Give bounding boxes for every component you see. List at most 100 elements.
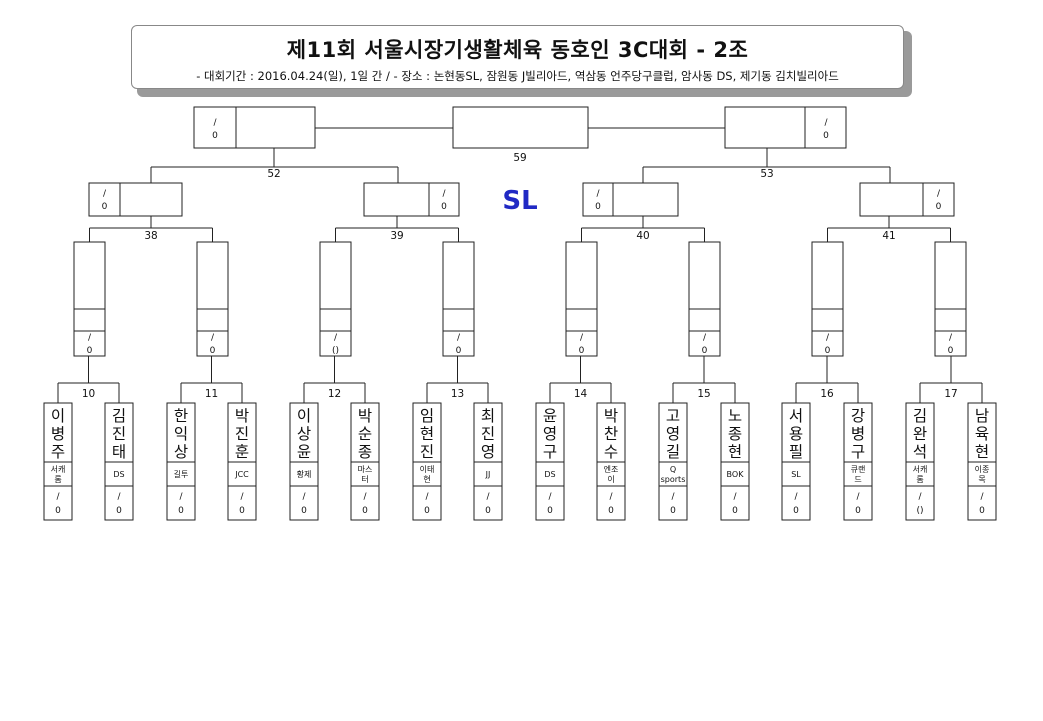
player-club: JCC (234, 470, 249, 479)
player-score-slash: / (179, 492, 183, 502)
final-left-score-slash: / (213, 118, 217, 128)
champion-box (452, 106, 589, 149)
r3-slot-box (859, 182, 955, 217)
player-score-slash: / (486, 492, 490, 502)
player-club: DS (113, 470, 124, 479)
r3-score-slash: / (103, 189, 107, 199)
player-score: 0 (608, 506, 614, 516)
r3-slot-box (88, 182, 183, 217)
r2-score-slash: / (88, 333, 92, 343)
r3-score: 0 (441, 202, 447, 212)
match-number: 16 (820, 388, 834, 400)
final-left-score: 0 (212, 131, 218, 141)
r2-score-slash: / (334, 333, 338, 343)
r2-slot-box (73, 241, 106, 357)
player-score-slash: / (856, 492, 860, 502)
player-score-slash: / (733, 492, 737, 502)
r2-score-slash: / (211, 333, 215, 343)
player-score: 0 (979, 506, 985, 516)
player-club: DS (544, 470, 555, 479)
match-number: 41 (882, 230, 895, 242)
player-score-slash: / (363, 492, 367, 502)
player-club: 길투 (174, 470, 189, 479)
r2-slot-box (811, 241, 844, 357)
match-number: 38 (144, 230, 157, 242)
player-club: JJ (485, 470, 491, 479)
title-panel: 제11회 서울시장기생활체육 동호인 3C대회 - 2조 - 대회기간 : 20… (131, 25, 904, 89)
r3-score: 0 (102, 202, 108, 212)
r2-score-slash: / (703, 333, 707, 343)
r2-score: 0 (825, 346, 831, 356)
final-left-box (193, 106, 316, 149)
r2-slot-box (565, 241, 598, 357)
player-score: 0 (855, 506, 861, 516)
r2-score-slash: / (949, 333, 953, 343)
r2-score: 0 (702, 346, 708, 356)
final-right-box (724, 106, 847, 149)
player-score: 0 (362, 506, 368, 516)
player-club: BOK (727, 470, 745, 479)
r3-score-slash: / (937, 189, 941, 199)
player-score-slash: / (918, 492, 922, 502)
player-score: 0 (424, 506, 430, 516)
player-score-slash: / (117, 492, 121, 502)
r3-score: 0 (595, 202, 601, 212)
r2-score: 0 (948, 346, 954, 356)
match-number: 14 (574, 388, 588, 400)
r2-slot-box (196, 241, 229, 357)
r2-score-slash: / (580, 333, 584, 343)
r2-score: 0 (456, 346, 462, 356)
r2-score: 0 (87, 346, 93, 356)
player-score: () (916, 506, 923, 516)
match-number: 17 (944, 388, 957, 400)
match-number: 53 (760, 168, 773, 180)
player-score: 0 (485, 506, 491, 516)
r3-score-slash: / (442, 189, 446, 199)
player-score: 0 (670, 506, 676, 516)
player-score-slash: / (671, 492, 675, 502)
player-score: 0 (301, 506, 307, 516)
match-number: 11 (205, 388, 218, 400)
venue-label: SL (502, 186, 537, 216)
event-info: - 대회기간 : 2016.04.24(일), 1일 간 / - 장소 : 논현… (196, 69, 839, 83)
r2-slot-box (442, 241, 475, 357)
player-score: 0 (116, 506, 122, 516)
match-number: 39 (390, 230, 403, 242)
player-score-slash: / (794, 492, 798, 502)
player-score-slash: / (609, 492, 613, 502)
r2-score: 0 (210, 346, 216, 356)
player-score-slash: / (56, 492, 60, 502)
match-number: 10 (82, 388, 95, 400)
r2-slot-box (319, 241, 352, 357)
r2-score: () (332, 346, 339, 356)
final-right-score: 0 (823, 131, 829, 141)
player-score-slash: / (548, 492, 552, 502)
r3-slot-box (363, 182, 460, 217)
r3-score: 0 (936, 202, 942, 212)
player-score: 0 (178, 506, 184, 516)
r2-slot-box (934, 241, 967, 357)
